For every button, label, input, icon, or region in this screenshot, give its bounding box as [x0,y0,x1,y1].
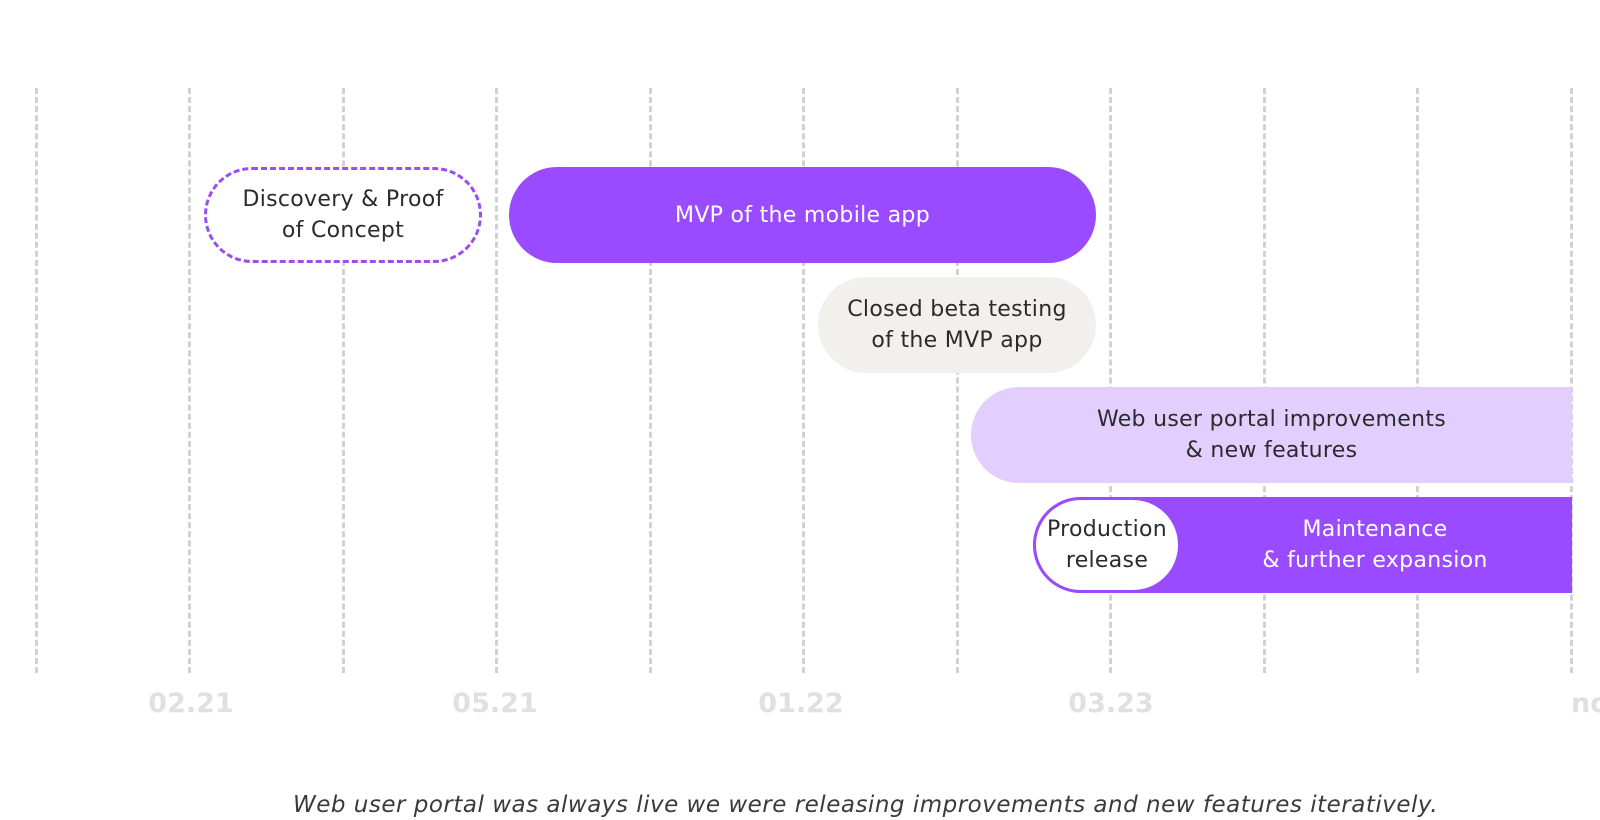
milestone-closed-beta: Closed beta testing of the MVP app [818,277,1096,373]
gridline [35,88,38,673]
axis-label-01-22: 01.22 [758,688,844,719]
gridline [495,88,498,673]
gridline [1416,88,1419,673]
caption: Web user portal was always live we were … [292,792,1439,818]
gridline [1109,88,1112,673]
axis-label-05-21: 05.21 [452,688,538,719]
axis-label-now: now [1571,688,1600,719]
milestone-web-portal: Web user portal improvements & new featu… [971,387,1572,483]
milestone-mvp: MVP of the mobile app [509,167,1096,263]
gridline [1570,88,1573,673]
gridline [1263,88,1266,673]
milestone-discovery: Discovery & Proof of Concept [204,167,482,263]
gridline [649,88,652,673]
gridline [956,88,959,673]
milestone-production-release: Production release [1033,497,1181,593]
axis-label-03-23: 03.23 [1068,688,1154,719]
gridline [188,88,191,673]
axis-label-02-21: 02.21 [148,688,234,719]
gridline [802,88,805,673]
gridline [342,88,345,673]
